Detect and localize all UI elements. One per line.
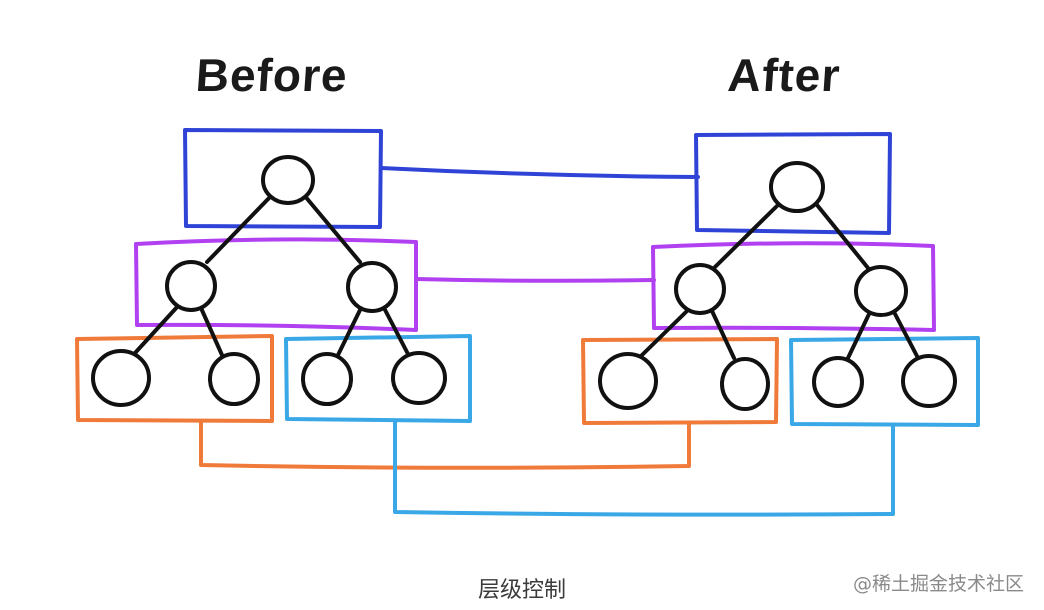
before-tree (75, 128, 472, 423)
after-leaf-node (598, 352, 658, 410)
before-title: Before (194, 49, 350, 101)
after-leaf-node (812, 356, 864, 408)
before-right-leaf-layer-box (284, 334, 472, 423)
before-middle-node (346, 261, 398, 313)
before-root-layer-box (183, 128, 383, 229)
after-edge (811, 198, 870, 270)
before-edge (199, 306, 224, 357)
before-edge (302, 193, 362, 264)
right-leaf-layer-link (393, 419, 895, 517)
before-edge (205, 193, 274, 264)
after-root-layer-box (694, 132, 892, 235)
after-edge (638, 308, 690, 359)
before-root-node (261, 155, 315, 205)
before-middle-layer-box (134, 237, 418, 332)
after-edge (846, 310, 872, 360)
before-edge (133, 304, 180, 355)
figure-caption: 层级控制 (477, 578, 566, 603)
after-tree (581, 132, 980, 427)
after-right-leaf-layer-box (789, 336, 980, 427)
before-left-leaf-layer-box (75, 334, 274, 423)
before-middle-node (165, 260, 217, 312)
before-leaf-node (208, 352, 260, 406)
after-edge (710, 309, 736, 360)
before-leaf-node (91, 349, 151, 407)
source-watermark: @稀土掘金技术社区 (852, 573, 1024, 595)
after-leaf-node (901, 354, 957, 408)
before-leaf-node (301, 352, 353, 406)
before-edge (336, 306, 363, 357)
after-leaf-node (720, 357, 770, 411)
after-title: After (726, 49, 843, 101)
after-middle-node (674, 263, 726, 315)
before-edge (381, 304, 410, 356)
after-edge (712, 201, 782, 270)
root-layer-link (379, 166, 700, 179)
after-edge (892, 310, 920, 360)
after-middle-node (854, 265, 908, 317)
after-left-leaf-layer-box (581, 337, 779, 425)
after-root-node (769, 161, 825, 213)
after-middle-layer-box (651, 241, 936, 332)
middle-layer-link (414, 277, 656, 283)
left-leaf-layer-link (199, 419, 691, 470)
before-leaf-node (391, 351, 447, 405)
